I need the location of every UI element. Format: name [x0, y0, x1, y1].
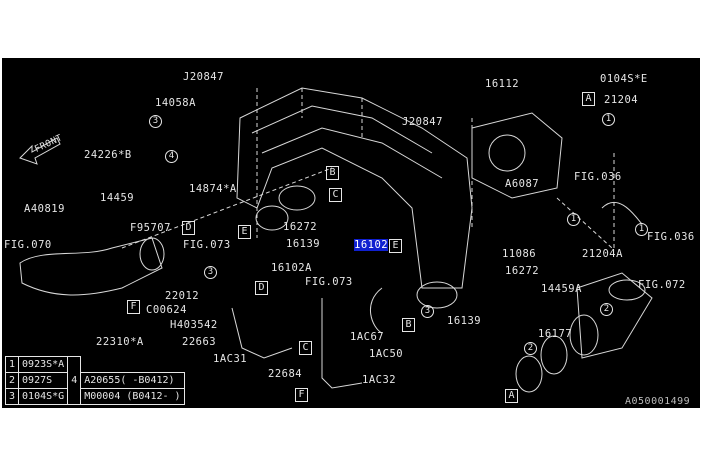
part-label[interactable]: 21204A: [582, 248, 623, 260]
ref-circle-1: 1: [635, 223, 648, 236]
ref-box-a: A: [505, 389, 518, 403]
part-label[interactable]: 21204: [604, 94, 639, 106]
part-label[interactable]: 16112: [485, 78, 520, 90]
part-label[interactable]: J20847: [402, 116, 443, 128]
legend-part[interactable]: 0927S: [18, 372, 69, 389]
ref-box-b: B: [402, 318, 415, 332]
part-label[interactable]: 14459: [100, 192, 135, 204]
ref-circle-3: 3: [421, 305, 434, 318]
legend-num: 2: [4, 372, 20, 389]
diagram-id: A050001499: [625, 396, 691, 407]
ref-box-f: F: [295, 388, 308, 402]
part-label[interactable]: A6087: [505, 178, 540, 190]
part-label[interactable]: 22310*A: [96, 336, 144, 348]
part-label[interactable]: 22684: [268, 368, 303, 380]
figure-reference[interactable]: FIG.036: [574, 171, 622, 183]
ref-box-d: D: [255, 281, 268, 295]
part-label[interactable]: 14058A: [155, 97, 196, 109]
figure-reference[interactable]: FIG.073: [183, 239, 231, 251]
ref-circle-2: 2: [600, 303, 613, 316]
part-label[interactable]: C00624: [146, 304, 187, 316]
part-label[interactable]: F95707: [130, 222, 171, 234]
legend-num: 1: [4, 356, 20, 373]
parts-diagram: FRONT J20847 14058A 24226*B 14874*A 1445…: [2, 58, 700, 408]
ref-box-d: D: [182, 221, 195, 235]
legend-table: 1 0923S*A 4 2 0927S A20655( -B0412) 3 01…: [4, 356, 185, 405]
part-label[interactable]: 16177: [538, 328, 573, 340]
figure-reference[interactable]: FIG.036: [647, 231, 695, 243]
part-label[interactable]: 16139: [447, 315, 482, 327]
legend-part[interactable]: 0104S*G: [18, 388, 69, 405]
figure-reference[interactable]: FIG.070: [4, 239, 52, 251]
part-label[interactable]: 16272: [283, 221, 318, 233]
figure-reference[interactable]: FIG.073: [305, 276, 353, 288]
legend-num: 4: [67, 356, 82, 405]
figure-reference[interactable]: FIG.072: [638, 279, 686, 291]
ref-box-f: F: [127, 300, 140, 314]
part-label[interactable]: 22663: [182, 336, 217, 348]
part-label[interactable]: 16139: [286, 238, 321, 250]
ref-box-a: A: [582, 92, 595, 106]
legend-part[interactable]: M00004 (B0412- ): [80, 388, 185, 405]
part-label[interactable]: 11086: [502, 248, 537, 260]
part-label[interactable]: 22012: [165, 290, 200, 302]
ref-circle-1: 1: [567, 213, 580, 226]
part-label[interactable]: 1AC67: [350, 331, 385, 343]
ref-box-e: E: [238, 225, 251, 239]
part-label[interactable]: 24226*B: [84, 149, 132, 161]
part-label[interactable]: 14874*A: [189, 183, 237, 195]
legend-part[interactable]: 0923S*A: [18, 356, 69, 373]
ref-circle-4: 4: [165, 150, 178, 163]
part-label[interactable]: 16102A: [271, 262, 312, 274]
ref-box-c: C: [329, 188, 342, 202]
part-label[interactable]: A40819: [24, 203, 65, 215]
ref-box-c: C: [299, 341, 312, 355]
part-label[interactable]: 0104S*E: [600, 73, 648, 85]
ref-circle-3: 3: [204, 266, 217, 279]
diagram-drawing: [19, 87, 653, 393]
part-label[interactable]: 1AC31: [213, 353, 248, 365]
part-label[interactable]: J20847: [183, 71, 224, 83]
part-label[interactable]: 1AC50: [369, 348, 404, 360]
ref-box-b: B: [326, 166, 339, 180]
part-label[interactable]: H403542: [170, 319, 218, 331]
legend-num: 3: [4, 388, 20, 405]
part-label[interactable]: 16272: [505, 265, 540, 277]
ref-circle-1: 1: [602, 113, 615, 126]
part-label[interactable]: 14459A: [541, 283, 582, 295]
ref-circle-3: 3: [149, 115, 162, 128]
part-label-selected[interactable]: 16102: [354, 239, 389, 251]
ref-box-e: E: [389, 239, 402, 253]
ref-circle-2: 2: [524, 342, 537, 355]
legend-part[interactable]: A20655( -B0412): [80, 372, 185, 389]
part-label[interactable]: 1AC32: [362, 374, 397, 386]
